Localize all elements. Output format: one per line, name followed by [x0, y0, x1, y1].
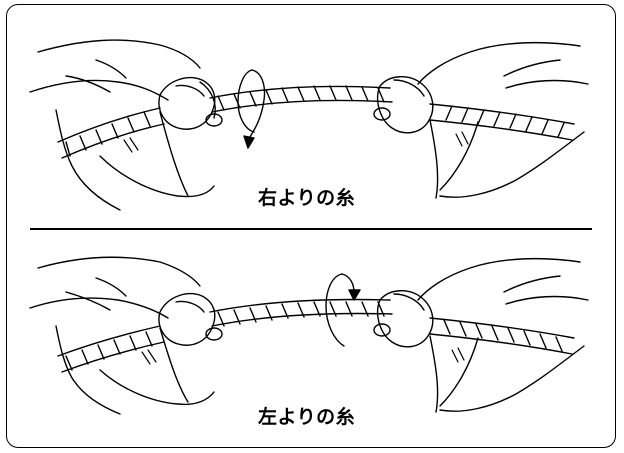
rotation-arrow-icon [325, 273, 361, 347]
illustration-frame [6, 4, 616, 448]
rope-right-top [429, 103, 575, 141]
caption-right-twist: 右よりの糸 [258, 187, 356, 209]
rope-center-top [205, 85, 393, 127]
right-hand-top [376, 41, 589, 199]
panel-divider [30, 228, 592, 230]
bottom-panel [29, 256, 589, 415]
top-panel [29, 39, 589, 211]
rope-right-bottom [429, 317, 575, 355]
caption-left-twist: 左よりの糸 [258, 406, 356, 428]
right-hand-bottom [376, 257, 589, 413]
rotation-arrow-icon [237, 69, 266, 149]
left-hand-top [29, 39, 216, 211]
rope-left-top [57, 107, 165, 159]
left-hand-bottom [29, 256, 216, 415]
rope-left-bottom [57, 325, 165, 373]
rope-center-bottom [205, 298, 393, 341]
